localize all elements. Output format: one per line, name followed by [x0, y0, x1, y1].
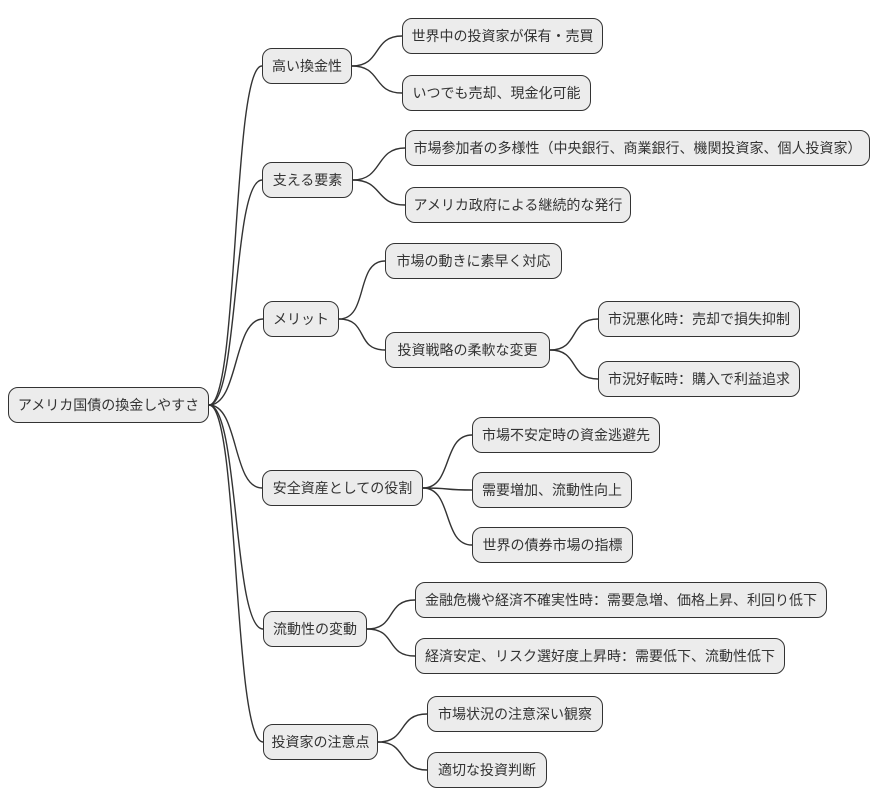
- leaf-upturn-buy-pursue-profit: 市況好転時：購入で利益追求: [598, 361, 800, 397]
- connector-branch1-leaf2: [351, 65, 403, 94]
- connector-branch3-leaf2: [338, 318, 386, 351]
- connector-branch3sub-leaf2: [549, 349, 599, 380]
- leaf-flexible-strategy-change: 投資戦略の柔軟な変更: [385, 332, 550, 368]
- branch-investor-cautions: 投資家の注意点: [263, 724, 378, 760]
- leaf-stability-demand-decline: 経済安定、リスク選好度上昇時：需要低下、流動性低下: [415, 638, 785, 674]
- branch-high-convertibility: 高い換金性: [262, 48, 352, 84]
- root-node: アメリカ国債の換金しやすさ: [8, 387, 209, 423]
- connector-root-branch5: [208, 404, 264, 630]
- branch-merits: メリット: [263, 301, 339, 337]
- connector-root-branch3: [208, 318, 264, 406]
- connector-branch2-leaf2: [352, 179, 406, 206]
- leaf-quick-market-response: 市場の動きに素早く対応: [385, 243, 562, 279]
- connector-branch1-leaf1: [351, 35, 403, 67]
- leaf-sell-anytime-cash: いつでも売却、現金化可能: [402, 75, 591, 111]
- leaf-refuge-in-instability: 市場不安定時の資金逃避先: [472, 417, 660, 453]
- branch-liquidity-fluctuation: 流動性の変動: [263, 611, 367, 647]
- connector-branch2-leaf1: [352, 147, 406, 181]
- branch-supporting-factors: 支える要素: [262, 162, 353, 198]
- leaf-careful-market-observation: 市場状況の注意深い観察: [427, 696, 603, 732]
- connector-branch4-leaf2: [422, 487, 473, 491]
- branch-safe-asset-role: 安全資産としての役割: [262, 470, 423, 506]
- connector-root-branch6: [208, 404, 264, 743]
- leaf-appropriate-investment-decision: 適切な投資判断: [427, 752, 547, 788]
- leaf-global-bond-benchmark: 世界の債券市場の指標: [472, 527, 633, 563]
- connector-root-branch1: [208, 65, 263, 406]
- connector-branch3-leaf1: [338, 260, 386, 320]
- connector-branch6-leaf2: [377, 741, 428, 771]
- connector-branch6-leaf1: [377, 713, 428, 743]
- connector-branch5-leaf1: [366, 599, 416, 630]
- connector-root-branch4: [208, 404, 263, 489]
- leaf-crisis-demand-surge: 金融危機や経済不確実性時：需要急増、価格上昇、利回り低下: [415, 582, 827, 618]
- connector-branch4-leaf1: [422, 434, 473, 489]
- connector-branch5-leaf2: [366, 628, 416, 657]
- leaf-global-investors-trade: 世界中の投資家が保有・売買: [402, 18, 603, 54]
- connector-root-branch2: [208, 179, 263, 406]
- leaf-demand-up-liquidity-up: 需要増加、流動性向上: [472, 472, 632, 508]
- leaf-continuous-us-issuance: アメリカ政府による継続的な発行: [405, 187, 631, 223]
- leaf-market-participant-diversity: 市場参加者の多様性（中央銀行、商業銀行、機関投資家、個人投資家）: [405, 130, 870, 166]
- connector-branch4-leaf3: [422, 487, 473, 546]
- connector-branch3sub-leaf1: [549, 318, 599, 351]
- leaf-downturn-sell-limit-loss: 市況悪化時：売却で損失抑制: [598, 301, 800, 337]
